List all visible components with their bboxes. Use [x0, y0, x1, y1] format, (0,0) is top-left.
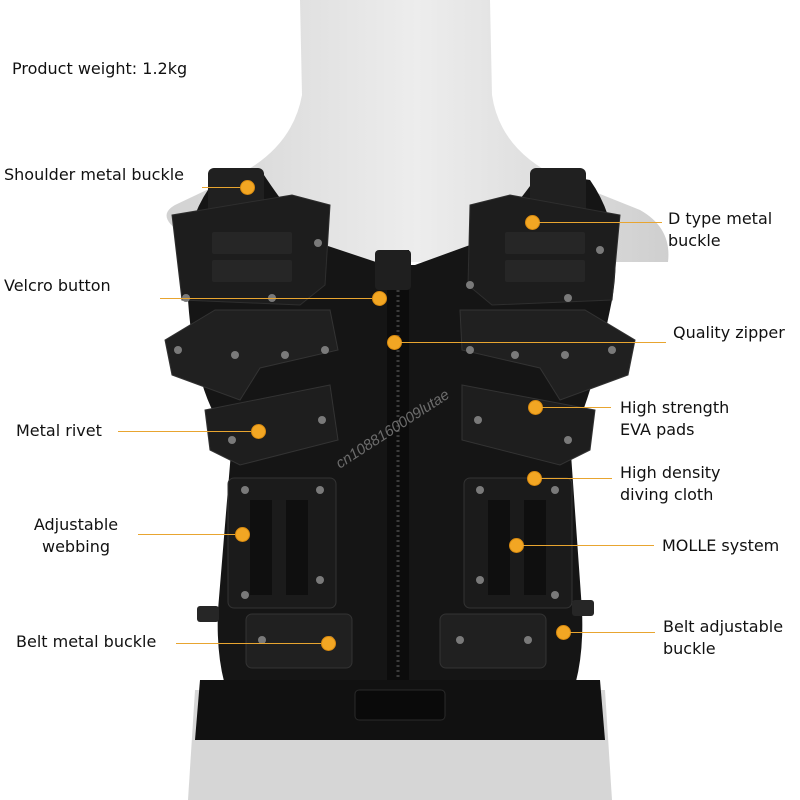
label-velcro-button: Velcro button	[4, 276, 111, 295]
leader-line-belt-metal	[176, 643, 328, 644]
leader-line-velcro	[160, 298, 380, 299]
label-belt-adjustable-buckle: Belt adjustable buckle	[663, 616, 783, 660]
leader-line-molle	[522, 545, 654, 546]
label-eva-line1: High strength	[620, 398, 730, 417]
product-weight-text: Product weight: 1.2kg	[12, 59, 188, 78]
leader-line-webbing	[138, 534, 242, 535]
label-adjustable-webbing: Adjustable webbing	[16, 514, 136, 558]
label-quality-zipper: Quality zipper	[673, 323, 785, 342]
marker-belt-metal	[322, 637, 335, 650]
leader-line-cloth	[540, 478, 612, 479]
label-shoulder-metal-buckle: Shoulder metal buckle	[4, 165, 185, 184]
label-eva-line2: EVA pads	[620, 420, 695, 439]
marker-belt-adjustable	[557, 626, 570, 639]
label-d-buckle-line2: buckle	[668, 231, 721, 250]
marker-molle	[510, 539, 523, 552]
label-metal-rivet: Metal rivet	[16, 421, 102, 440]
label-d-buckle-line1: D type metal	[668, 209, 773, 228]
leader-line-d-buckle	[538, 222, 662, 223]
marker-velcro	[373, 292, 386, 305]
marker-eva	[529, 401, 542, 414]
marker-zipper	[388, 336, 401, 349]
label-webbing-line1: Adjustable	[33, 515, 119, 534]
marker-d-buckle	[526, 216, 539, 229]
marker-shoulder	[241, 181, 254, 194]
label-high-density-cloth: High density diving cloth	[620, 462, 721, 506]
leader-line-eva	[541, 407, 611, 408]
leader-line-zipper	[400, 342, 666, 343]
label-belt-adj-line1: Belt adjustable	[663, 617, 784, 636]
vest	[164, 168, 636, 740]
marker-rivet	[252, 425, 265, 438]
label-d-type-metal-buckle: D type metal buckle	[668, 208, 772, 252]
label-cloth-line2: diving cloth	[620, 485, 714, 504]
leader-line-belt-adjustable	[569, 632, 655, 633]
leader-line-shoulder	[202, 187, 248, 188]
label-belt-metal-buckle: Belt metal buckle	[16, 632, 157, 651]
label-molle-system: MOLLE system	[662, 536, 780, 555]
leader-line-rivet	[118, 431, 258, 432]
label-webbing-line2: webbing	[42, 537, 110, 556]
label-cloth-line1: High density	[620, 463, 721, 482]
marker-webbing	[236, 528, 249, 541]
marker-cloth	[528, 472, 541, 485]
label-belt-adj-line2: buckle	[663, 639, 716, 658]
label-high-strength-eva: High strength EVA pads	[620, 397, 729, 441]
